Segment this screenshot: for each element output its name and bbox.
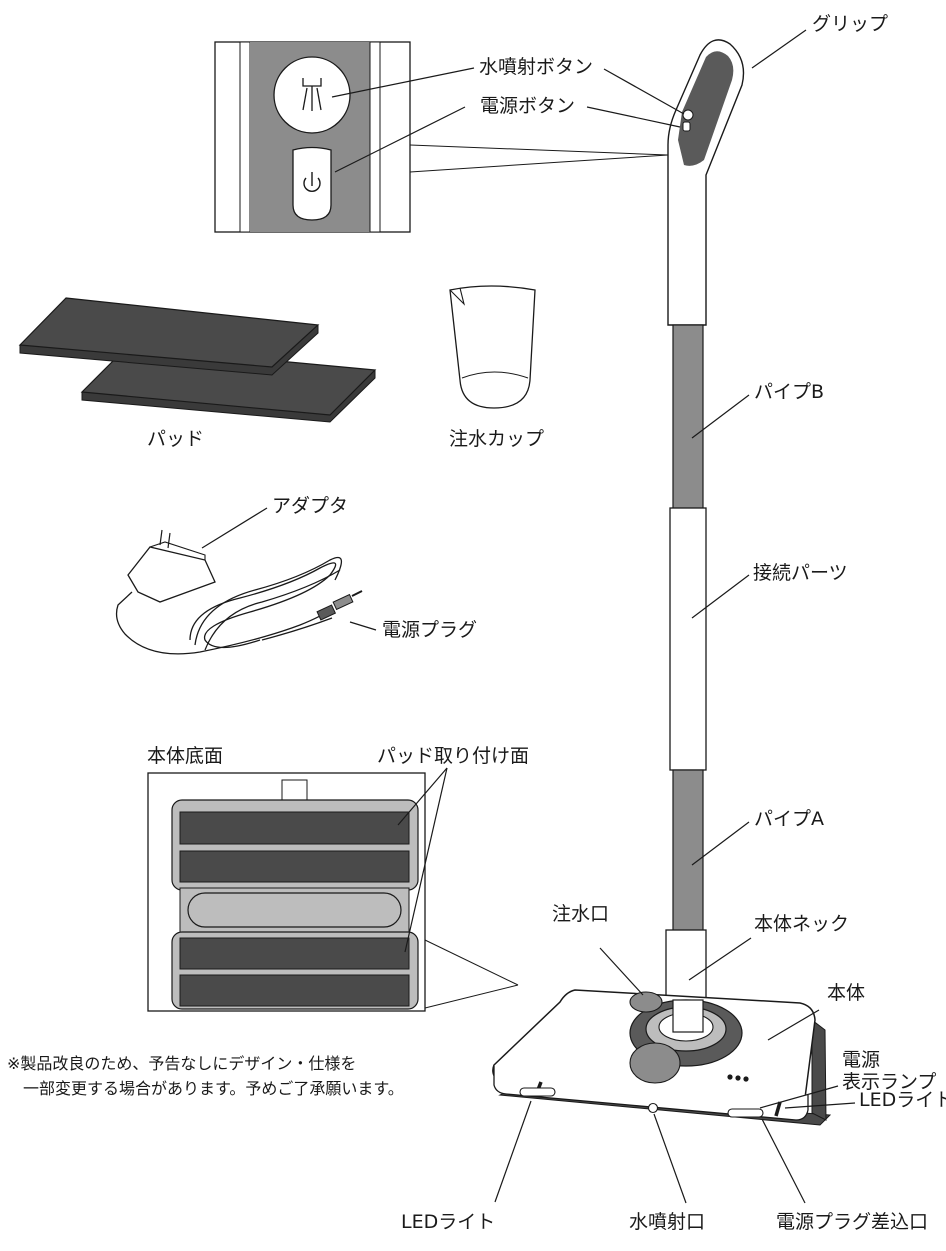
plug-socket: [727, 1108, 764, 1118]
connector-parts: [669, 507, 707, 771]
label-power-button: 電源ボタン: [480, 95, 576, 117]
leader-lines: [201, 29, 856, 1204]
label-body: 本体: [827, 982, 866, 1004]
adapter-illustration: [115, 529, 363, 655]
label-led-light-right: LEDライト: [859, 1089, 946, 1111]
label-grip: グリップ: [812, 13, 889, 35]
power-icon: [303, 172, 321, 192]
label-pipe-a: パイプA: [754, 808, 824, 830]
label-power-lamp-line1: 電源: [842, 1049, 881, 1071]
power-button: [682, 121, 691, 132]
power-lamp-dot: [727, 1074, 733, 1080]
label-body-bottom: 本体底面: [147, 745, 224, 767]
label-power-lamp-line2: 表示ランプ: [842, 1070, 937, 1093]
label-body-neck: 本体ネック: [754, 913, 850, 935]
pad-mount-strip: [179, 974, 410, 1007]
spray-icon: [302, 78, 322, 111]
led-light-right-mark: [774, 1101, 782, 1117]
label-power-lamp: 電源 表示ランプ: [842, 1049, 937, 1094]
label-spray-outlet: 水噴射口: [629, 1211, 706, 1233]
spray-outlet: [647, 1102, 659, 1114]
water-cup-illustration: [449, 285, 536, 409]
disclaimer-line2: 一部変更する場合があります。予めご了承願います。: [23, 1078, 404, 1098]
label-led-light-left: LEDライト: [401, 1211, 496, 1233]
label-power-plug: 電源プラグ: [382, 619, 478, 641]
label-pad-mount-surface: パッド取り付け面: [377, 745, 530, 767]
label-connector-parts: 接続パーツ: [753, 562, 848, 584]
label-adapter: アダプタ: [272, 495, 349, 517]
label-spray-button: 水噴射ボタン: [479, 56, 594, 78]
label-plug-socket: 電源プラグ差込口: [776, 1211, 929, 1233]
spray-button: [682, 109, 694, 121]
base-unit: [492, 989, 832, 1126]
disclaimer-line1: ※製品改良のため、予告なしにデザイン・仕様を: [7, 1054, 357, 1073]
pad-mount-strip: [179, 937, 410, 970]
power-lamp-dot: [735, 1075, 741, 1081]
label-water-inlet: 注水口: [552, 903, 610, 925]
disclaimer-note: ※製品改良のため、予告なしにデザイン・仕様を 一部変更する場合があります。予めご…: [7, 1052, 404, 1102]
pads-illustration: [18, 297, 377, 423]
label-pad: パッド: [147, 428, 205, 450]
label-pipe-b: パイプB: [754, 381, 825, 403]
power-lamp-dot: [743, 1076, 749, 1082]
label-water-cup: 注水カップ: [449, 428, 545, 450]
pad-mount-strip: [179, 850, 410, 883]
water-inlet-cap: [629, 991, 663, 1013]
mop-pole: [665, 39, 745, 1011]
pad-mount-strip: [179, 811, 410, 845]
grip-detail-inset: [214, 41, 669, 233]
pipe-b: [672, 324, 704, 511]
pipe-a: [672, 769, 704, 936]
bottom-surface-inset: [147, 772, 519, 1012]
